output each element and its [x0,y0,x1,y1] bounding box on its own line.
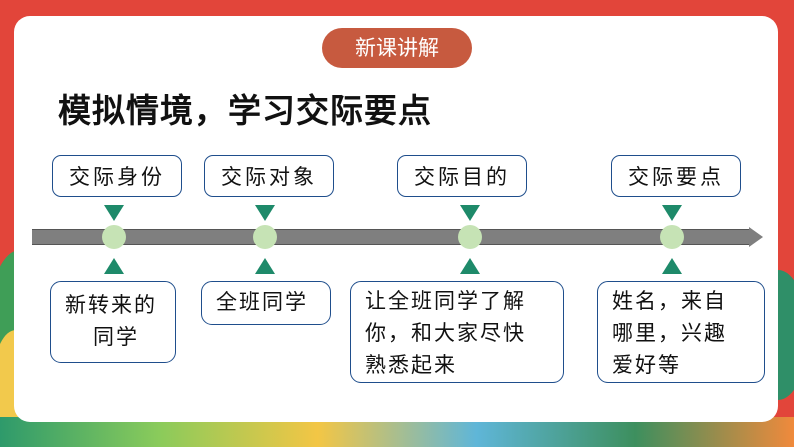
section-badge: 新课讲解 [322,28,472,68]
timeline-detail-4: 姓名，来自 哪里，兴趣 爱好等 [597,281,765,383]
arrow-up-icon [104,258,124,274]
timeline-label-1: 交际身份 [52,155,182,197]
arrow-up-icon [460,258,480,274]
timeline-node [458,225,482,249]
timeline-arrowhead-icon [749,227,763,247]
detail-line: 新转来的 [65,293,157,317]
detail-line: 哪里，兴趣 [612,321,727,345]
arrow-down-icon [662,205,682,221]
timeline-detail-3: 让全班同学了解 你，和大家尽快 熟悉起来 [350,281,564,383]
detail-line: 同学 [93,325,139,349]
detail-line: 全班同学 [216,290,308,314]
timeline-label-2: 交际对象 [204,155,334,197]
timeline-bar [32,229,750,245]
arrow-up-icon [662,258,682,274]
detail-line: 爱好等 [612,353,681,377]
timeline-detail-2: 全班同学 [201,281,331,325]
decor-bottom-band [0,417,794,447]
timeline-node [102,225,126,249]
page-title: 模拟情境，学习交际要点 [58,91,432,130]
arrow-down-icon [460,205,480,221]
detail-line: 姓名，来自 [612,289,727,313]
detail-line: 熟悉起来 [365,353,457,377]
arrow-up-icon [255,258,275,274]
detail-line: 让全班同学了解 [365,289,526,313]
timeline-node [253,225,277,249]
arrow-down-icon [104,205,124,221]
arrow-down-icon [255,205,275,221]
timeline-label-3: 交际目的 [397,155,527,197]
timeline-node [660,225,684,249]
timeline-detail-1: 新转来的 同学 [50,281,176,363]
detail-line: 你，和大家尽快 [365,321,526,345]
timeline-label-4: 交际要点 [611,155,741,197]
